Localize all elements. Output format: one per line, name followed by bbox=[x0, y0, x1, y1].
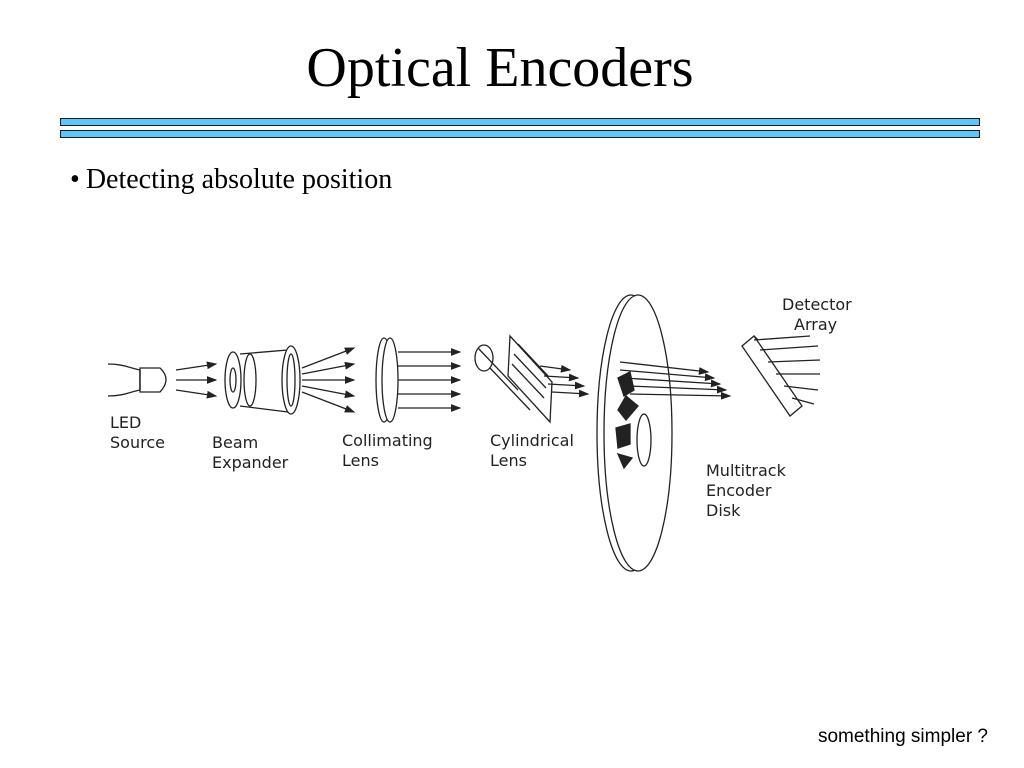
bullet-dot: • bbox=[70, 164, 80, 195]
footer-note: something simpler ? bbox=[817, 726, 988, 747]
disk-rays bbox=[619, 361, 732, 400]
collimated-rays bbox=[398, 348, 462, 412]
detector-array-icon bbox=[741, 335, 821, 417]
collimating-lens-icon bbox=[375, 337, 399, 423]
label-disk-line3: Disk bbox=[706, 501, 741, 520]
label-beam-line1: Beam bbox=[212, 433, 258, 452]
label-led-line2: Source bbox=[110, 433, 165, 452]
label-cylindrical-line1: Cylindrical bbox=[490, 431, 574, 450]
label-disk-line2: Encoder bbox=[706, 481, 772, 500]
label-collimating-line1: Collimating bbox=[342, 431, 433, 450]
title-rule-bottom bbox=[60, 130, 980, 138]
label-disk-line1: Multitrack bbox=[706, 461, 787, 480]
encoder-diagram: LED Source Beam Expander Collimating Len… bbox=[107, 294, 852, 572]
label-cylindrical-line2: Lens bbox=[490, 451, 527, 470]
cylindrical-lens-icon bbox=[474, 334, 553, 424]
encoder-disk-icon bbox=[596, 294, 673, 572]
label-detector-line2: Array bbox=[794, 315, 837, 334]
focused-rays bbox=[539, 364, 590, 398]
label-detector-line1: Detector bbox=[782, 295, 852, 314]
slide-title: Optical Encoders bbox=[306, 37, 694, 99]
led-rays bbox=[175, 361, 218, 399]
led-source-icon bbox=[107, 363, 167, 397]
beam-expander-icon bbox=[224, 345, 301, 415]
label-collimating-line2: Lens bbox=[342, 451, 379, 470]
label-led-line1: LED bbox=[110, 413, 141, 432]
title-rule-top bbox=[60, 118, 980, 126]
bullet-item: •Detecting absolute position bbox=[70, 164, 392, 196]
expanded-rays bbox=[301, 347, 356, 413]
label-beam-line2: Expander bbox=[212, 453, 289, 472]
bullet-text: Detecting absolute position bbox=[85, 164, 393, 195]
